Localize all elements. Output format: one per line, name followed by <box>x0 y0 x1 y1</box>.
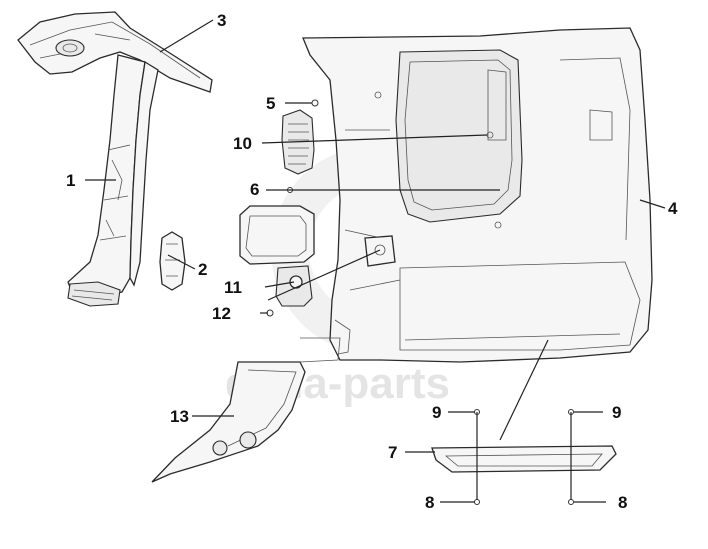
callout-9-right: 9 <box>612 403 621 422</box>
callouts: 1 2 3 4 5 6 7 8 8 9 9 10 11 12 13 <box>66 11 678 512</box>
callout-10: 10 <box>233 134 252 153</box>
callout-8-right: 8 <box>618 493 627 512</box>
part-lower-trim <box>151 337 341 483</box>
callout-11: 11 <box>224 278 242 297</box>
part-small-bracket <box>364 235 396 267</box>
callout-3: 3 <box>217 11 226 30</box>
leader-lines <box>85 19 666 503</box>
part-floor-tray <box>431 445 617 473</box>
part-latch <box>275 265 313 307</box>
callout-5: 5 <box>266 94 275 113</box>
part-quarter-trim-panel <box>302 27 653 363</box>
callout-13: 13 <box>170 407 189 426</box>
callout-7: 7 <box>388 443 397 462</box>
callout-6: 6 <box>250 180 259 199</box>
callout-4: 4 <box>668 199 678 218</box>
part-storage-lid <box>239 205 315 265</box>
part-pillar-trim <box>67 54 159 307</box>
part-roof-rail-trim <box>17 11 213 93</box>
callout-12: 12 <box>212 304 231 323</box>
callout-1: 1 <box>66 171 75 190</box>
callout-2: 2 <box>198 260 207 279</box>
part-trim-clip <box>159 231 186 291</box>
callout-8-left: 8 <box>425 493 434 512</box>
callout-9-left: 9 <box>432 403 441 422</box>
